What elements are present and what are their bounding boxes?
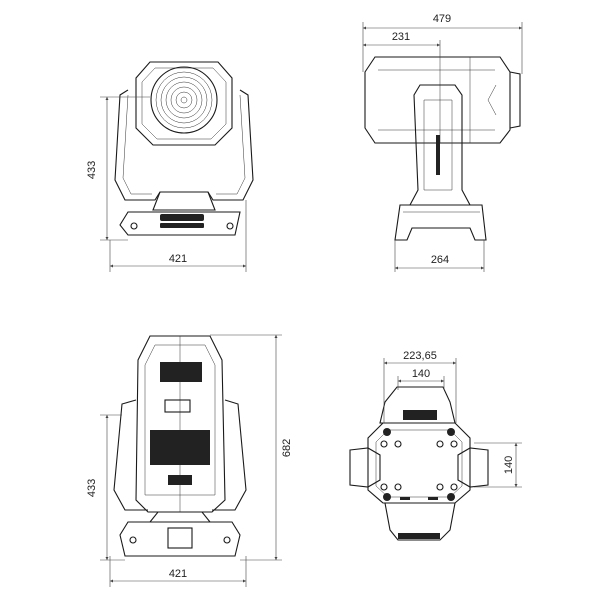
bottom-hole-spacing-y-dimension: 140 [503,456,515,474]
mounting-holes-icon [380,428,458,501]
rear-width-dimension: 421 [169,568,187,580]
rear-total-height-dimension: 682 [281,439,293,457]
bottom-outer-width-dimension: 223,65 [403,350,437,362]
side-base-dimension: 264 [431,254,449,266]
front-view: 433 421 [86,61,254,272]
bottom-hole-spacing-x-dimension: 140 [412,368,430,380]
rear-height-dimension: 433 [86,479,98,497]
front-height-dimension: 433 [86,161,98,179]
rear-view: 682 433 421 [86,334,293,587]
side-length-dimension: 479 [433,13,451,25]
side-pivot-dimension: 231 [392,31,410,43]
bottom-view: 223,65 140 140 [349,350,522,541]
lens-icon [150,66,218,134]
front-width-dimension: 421 [169,253,187,265]
side-view: 479 231 264 [362,13,523,272]
